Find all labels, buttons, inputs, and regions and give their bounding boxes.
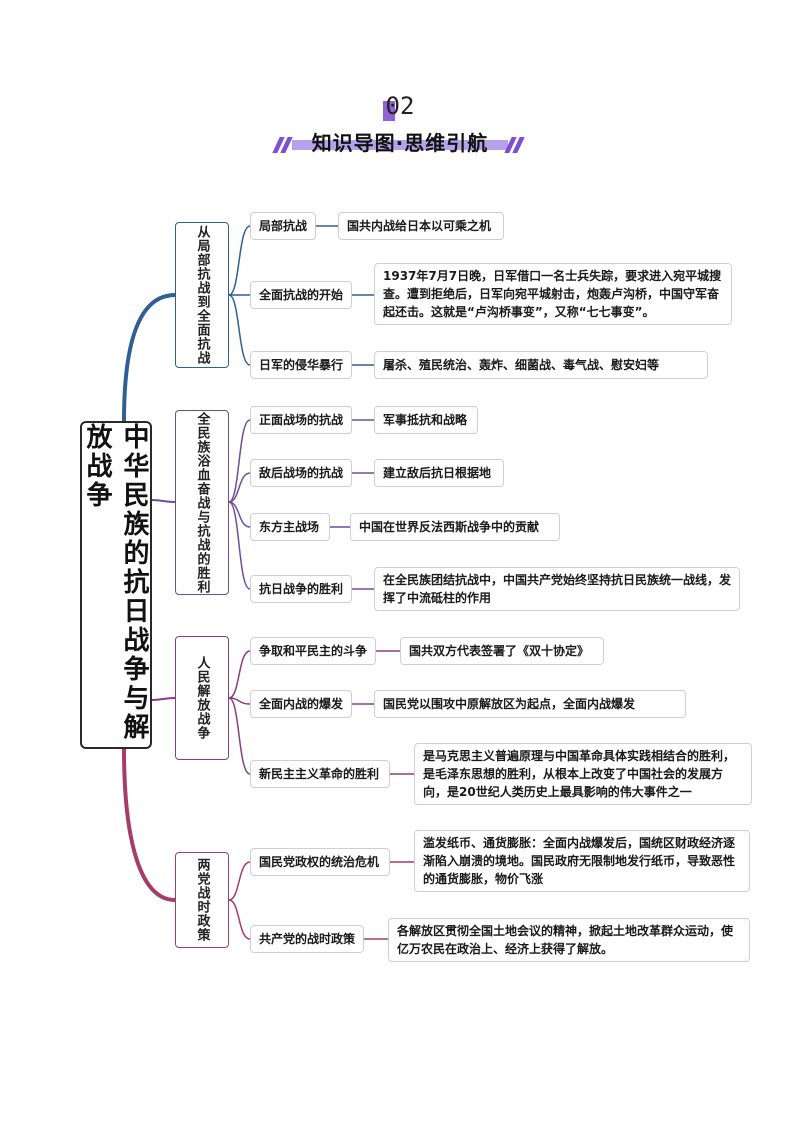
detail-war-victory: 在全民族团结抗战中，中国共产党始终坚持抗日民族统一战线，发挥了中流砥柱的作用 [374,567,740,611]
detail-full-war-start: 1937年7月7日晚，日军借口一名士兵失踪，要求进入宛平城搜查。遭到拒绝后，日军… [374,263,732,325]
root-topic: 中华民族的抗日战争与解放战争 [80,421,152,749]
topic-local-war: 局部抗战 [250,212,316,240]
topic-new-democratic-victory: 新民主主义革命的胜利 [250,760,390,788]
branch-label: 全民族浴血奋战与抗战的胜利 [194,411,210,594]
connector-b0-topic-2 [228,294,251,366]
topic-cpc-policy: 共产党的战时政策 [250,925,364,953]
title-highlight [292,140,508,150]
topic-rear-battlefield: 敌后战场的抗战 [250,459,352,487]
topic-japanese-atrocities: 日军的侵华暴行 [250,351,352,379]
branch-node-liberation-war: 人民解放战争 [175,636,229,760]
branch-node-war-victory: 全民族浴血奋战与抗战的胜利 [175,410,229,595]
detail-japanese-atrocities: 屠杀、殖民统治、轰炸、细菌战、毒气战、慰安妇等 [374,351,708,379]
connector-b0-topic-0 [228,225,251,296]
connector-b1-topic-0 [228,419,251,503]
connector-root-branch-2 [151,697,176,701]
connector-b1-topic-1 [228,472,251,503]
branch-label: 人民解放战争 [194,656,210,740]
detail-new-democratic-victory: 是马克思主义普遍原理与中国革命具体实践相结合的胜利，是毛泽东思想的胜利，从根本上… [414,743,752,805]
branch-label: 从局部抗战到全面抗战 [194,225,210,365]
detail-peace-democracy: 国共双方代表签署了《双十协定》 [400,637,604,665]
detail-kmt-crisis: 滥发纸币、通货膨胀：全面内战爆发后，国统区财政经济逐渐陷入崩溃的境地。国民政府无… [414,830,750,892]
section-number: 02 [385,92,415,120]
connector-root-branch-0 [122,293,177,423]
topic-kmt-crisis: 国民党政权的统治危机 [250,848,390,876]
detail-frontal-battlefield: 军事抵抗和战略 [374,406,478,434]
page-title: 知识导图·思维引航 [311,131,489,155]
detail-cpc-policy: 各解放区贯彻全国土地会议的精神，掀起土地改革群众运动，使亿万农民在政治上、经济上… [388,918,750,962]
connector-b2-topic-1 [228,697,251,705]
branch-node-local-to-full-war: 从局部抗战到全面抗战 [175,222,229,368]
detail-local-war: 国共内战给日本以可乘之机 [338,212,504,240]
topic-frontal-battlefield: 正面战场的抗战 [250,406,352,434]
detail-rear-battlefield: 建立敌后抗日根据地 [374,459,504,487]
topic-civil-war-outbreak: 全面内战的爆发 [250,690,352,718]
topic-peace-democracy: 争取和平民主的斗争 [250,637,376,665]
connector-b3-topic-1 [228,899,251,940]
number-accent [383,101,395,121]
connector-root-branch-1 [151,499,176,503]
topic-full-war-start: 全面抗战的开始 [250,281,352,309]
detail-eastern-main-battlefield: 中国在世界反法西斯战争中的贡献 [350,513,560,541]
detail-civil-war-outbreak: 国民党以围攻中原解放区为起点，全面内战爆发 [374,690,686,718]
connector-b2-topic-0 [228,650,251,699]
connector-b2-topic-2 [228,697,251,775]
topic-war-victory: 抗日战争的胜利 [250,575,352,603]
branch-node-wartime-policies: 两党战时政策 [175,852,229,948]
topic-eastern-main-battlefield: 东方主战场 [250,513,330,541]
connector-b1-topic-3 [228,501,251,590]
branch-label: 两党战时政策 [194,858,210,942]
root-topic-label: 中华民族的抗日战争与解放战争 [82,423,149,742]
connector-b3-topic-0 [228,861,251,901]
connector-root-branch-3 [122,747,177,902]
